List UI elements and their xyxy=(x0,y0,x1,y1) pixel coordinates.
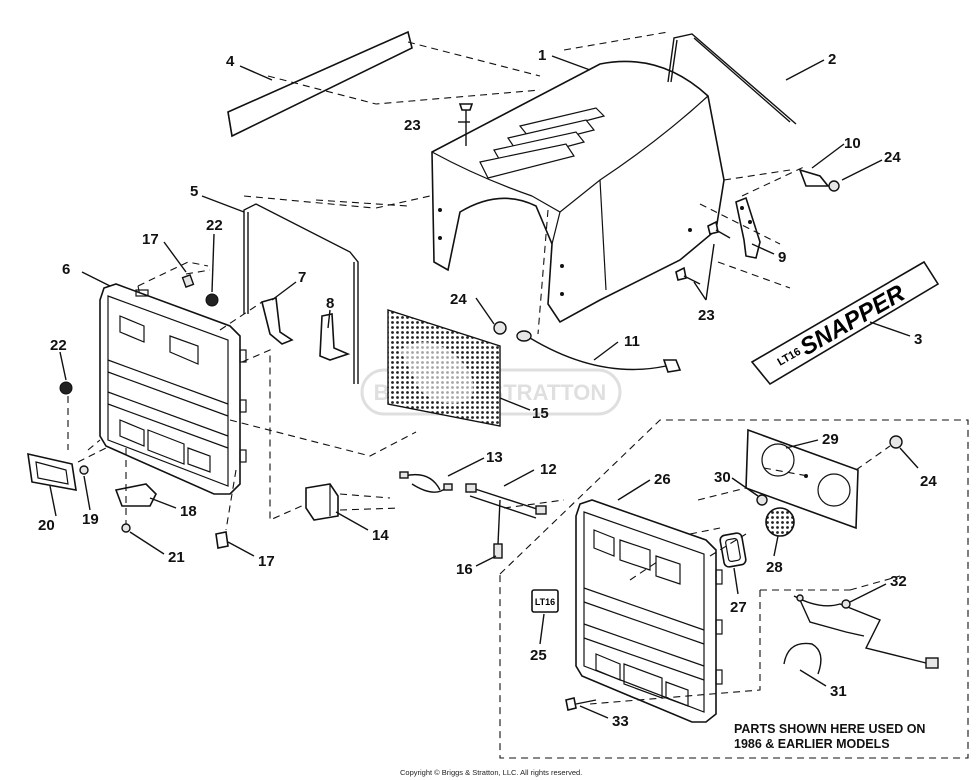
callout-24-top: 24 xyxy=(884,149,901,166)
callout-22-top: 22 xyxy=(206,217,223,234)
part-24-nut-inset xyxy=(889,435,903,449)
part-17-clips xyxy=(181,274,229,549)
callout-13: 13 xyxy=(486,449,503,466)
callout-17-top: 17 xyxy=(142,231,159,248)
callout-29: 29 xyxy=(822,431,839,448)
callout-numbers: 1 2 3 4 5 6 7 8 9 10 11 12 13 14 15 16 1… xyxy=(38,47,937,730)
callout-27: 27 xyxy=(730,599,747,616)
part-26-inset-grille xyxy=(575,499,723,723)
part-1-hood xyxy=(431,60,725,324)
part-20-light-bezel xyxy=(27,452,77,491)
part-15-screen-mesh xyxy=(387,309,501,427)
part-32-wire-harness xyxy=(793,594,939,669)
leader-lines xyxy=(49,55,919,719)
callout-9: 9 xyxy=(778,249,786,266)
part-12-wire-harness xyxy=(465,483,547,545)
callout-21: 21 xyxy=(168,549,185,566)
part-18-switch-bracket xyxy=(114,483,157,507)
part-8-bracket xyxy=(319,313,351,361)
callout-1: 1 xyxy=(538,47,546,64)
callout-5: 5 xyxy=(190,183,198,200)
part-3-snapper-decal: LT16 SNAPPER xyxy=(750,260,940,386)
svg-text:SNAPPER: SNAPPER xyxy=(796,279,911,361)
callout-33: 33 xyxy=(612,713,629,730)
part-28-headlight-lamp xyxy=(765,507,795,537)
inset-border xyxy=(499,419,969,759)
inset-note-line-1: PARTS SHOWN HERE USED ON xyxy=(734,722,926,736)
callout-22-left: 22 xyxy=(50,337,67,354)
callout-4: 4 xyxy=(226,53,235,70)
svg-text:LT16: LT16 xyxy=(535,597,555,607)
callout-18: 18 xyxy=(180,503,197,520)
part-30-nut xyxy=(756,494,768,506)
callout-19: 19 xyxy=(82,511,99,528)
callout-8: 8 xyxy=(326,295,334,312)
part-25-lt16-badge: LT16 xyxy=(531,589,559,613)
callout-28: 28 xyxy=(766,559,783,576)
part-4-hood-strip xyxy=(227,30,413,138)
part-13-wire-harness xyxy=(399,471,453,493)
part-23-bolts xyxy=(458,103,731,285)
callout-6: 6 xyxy=(62,261,70,278)
part-24-nut-top xyxy=(828,180,840,192)
part-16-connector xyxy=(493,543,503,559)
assembly-lines xyxy=(67,31,901,705)
part-5-grille-frame-rod xyxy=(243,203,359,384)
callout-25: 25 xyxy=(530,647,547,664)
callout-17-bottom: 17 xyxy=(258,553,275,570)
inset-note-line-2: 1986 & EARLIER MODELS xyxy=(734,737,890,751)
callout-12: 12 xyxy=(540,461,557,478)
callout-11: 11 xyxy=(624,333,640,350)
part-10-latch-clip xyxy=(798,168,830,187)
part-19-screw xyxy=(79,465,89,475)
part-21-screw xyxy=(121,523,131,533)
callout-3: 3 xyxy=(914,331,922,348)
part-2-handle-rod xyxy=(667,33,797,125)
part-29-light-bezel-plate xyxy=(745,428,859,530)
callout-2: 2 xyxy=(828,51,836,68)
callout-23-right: 23 xyxy=(698,307,715,324)
callout-24-inset: 24 xyxy=(920,473,937,490)
inset-note: PARTS SHOWN HERE USED ON 1986 & EARLIER … xyxy=(734,722,954,752)
part-31-clip-ring xyxy=(783,642,822,675)
part-7-bracket xyxy=(261,296,294,345)
callout-16: 16 xyxy=(456,561,473,578)
copyright-footer: Copyright © Briggs & Stratton, LLC. All … xyxy=(400,768,583,777)
callout-24-mid: 24 xyxy=(450,291,467,308)
callout-30: 30 xyxy=(714,469,731,486)
part-14-headlight xyxy=(305,483,339,521)
part-22-nuts xyxy=(59,293,219,395)
callout-20: 20 xyxy=(38,517,55,534)
callout-10: 10 xyxy=(844,135,861,152)
callout-31: 31 xyxy=(830,683,847,700)
callout-7: 7 xyxy=(298,269,306,286)
callout-26: 26 xyxy=(654,471,671,488)
part-27-lens-ring xyxy=(719,532,747,568)
callout-23-top: 23 xyxy=(404,117,421,134)
part-33-screw xyxy=(565,697,597,711)
callout-15: 15 xyxy=(532,405,549,422)
callout-32: 32 xyxy=(890,573,907,590)
part-24-nut-mid xyxy=(493,321,507,335)
part-11-cable xyxy=(516,330,682,373)
callout-14: 14 xyxy=(372,527,389,544)
part-6-front-grille xyxy=(99,283,247,495)
